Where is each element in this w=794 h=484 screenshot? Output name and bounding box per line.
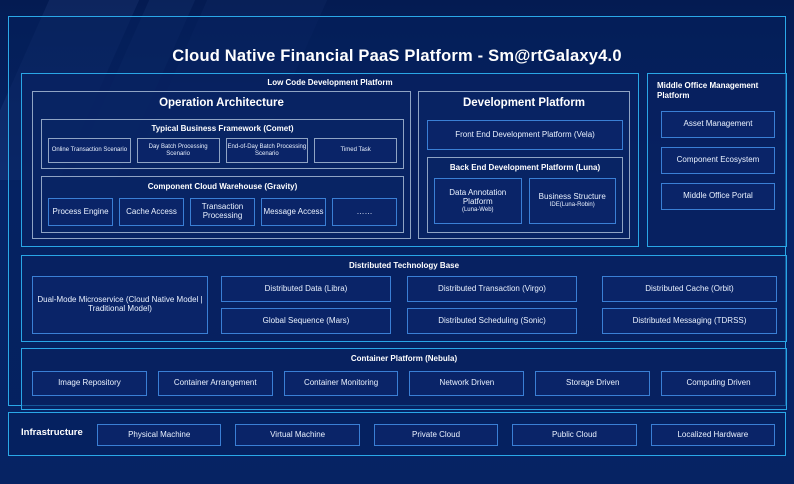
- list-item[interactable]: Distributed Data (Libra): [221, 276, 391, 302]
- list-item[interactable]: Transaction Processing: [190, 198, 255, 226]
- typical-business-framework-items: Online Transaction Scenario Day Batch Pr…: [48, 138, 397, 163]
- typical-business-framework-panel: Typical Business Framework (Comet) Onlin…: [41, 119, 404, 169]
- list-item[interactable]: Virtual Machine: [235, 424, 360, 446]
- container-platform-items: Image Repository Container Arrangement C…: [32, 371, 776, 396]
- main-platform-frame: Cloud Native Financial PaaS Platform - S…: [8, 16, 787, 410]
- back-end-items: Data Annotation Platform (Luna-Web) Busi…: [434, 178, 616, 224]
- distributed-column-1: Distributed Data (Libra) Global Sequence…: [221, 276, 391, 334]
- list-item[interactable]: Business Structure IDE(Luna-Robin): [528, 178, 616, 224]
- distributed-column-3: Distributed Cache (Orbit) Distributed Me…: [602, 276, 777, 334]
- container-platform-panel: Container Platform (Nebula) Image Reposi…: [21, 348, 787, 410]
- list-item[interactable]: Localized Hardware: [650, 424, 776, 446]
- list-item-label: Data Annotation Platform: [449, 187, 507, 206]
- list-item[interactable]: Cache Access: [119, 198, 184, 226]
- list-item[interactable]: Distributed Messaging (TDRSS): [602, 308, 777, 334]
- typical-business-framework-title: Typical Business Framework (Comet): [151, 124, 294, 133]
- list-item[interactable]: Distributed Scheduling (Sonic): [407, 308, 577, 334]
- list-item[interactable]: Container Monitoring: [283, 371, 399, 396]
- list-item[interactable]: Middle Office Portal: [661, 183, 775, 210]
- list-item[interactable]: Network Driven: [409, 371, 525, 396]
- list-item[interactable]: Process Engine: [48, 198, 113, 226]
- operation-architecture-panel: Operation Architecture Typical Business …: [32, 91, 411, 239]
- list-item[interactable]: Day Batch Processing Scenario: [136, 138, 220, 163]
- list-item[interactable]: Storage Driven: [535, 371, 651, 396]
- list-item[interactable]: Online Transaction Scenario: [48, 138, 131, 163]
- low-code-development-platform-panel: Low Code Development Platform Operation …: [21, 73, 639, 247]
- back-end-development-platform-panel: Back End Development Platform (Luna) Dat…: [427, 157, 623, 233]
- infrastructure-panel: Infrastructure Physical Machine Virtual …: [8, 412, 786, 456]
- development-platform-title: Development Platform: [462, 97, 586, 109]
- infrastructure-label: Infrastructure: [21, 427, 83, 438]
- page-title: Cloud Native Financial PaaS Platform - S…: [172, 47, 622, 65]
- front-end-development-platform[interactable]: Front End Development Platform (Vela): [427, 120, 623, 150]
- component-cloud-warehouse-panel: Component Cloud Warehouse (Gravity) Proc…: [41, 176, 404, 233]
- list-item[interactable]: Image Repository: [32, 371, 147, 396]
- development-platform-panel: Development Platform Front End Developme…: [418, 91, 630, 239]
- list-item[interactable]: Component Ecosystem: [661, 147, 775, 174]
- list-item[interactable]: Data Annotation Platform (Luna-Web): [434, 178, 522, 224]
- list-item[interactable]: Container Arrangement: [157, 371, 273, 396]
- list-item[interactable]: Distributed Cache (Orbit): [602, 276, 777, 302]
- list-item[interactable]: Timed Task: [314, 138, 397, 163]
- middle-office-title: Middle Office Management Platform: [657, 81, 759, 101]
- infrastructure-items: Physical Machine Virtual Machine Private…: [97, 424, 776, 446]
- distributed-column-2: Distributed Transaction (Virgo) Distribu…: [407, 276, 577, 334]
- list-item-sublabel: IDE(Luna-Robin): [549, 202, 595, 209]
- component-cloud-warehouse-items: Process Engine Cache Access Transaction …: [48, 198, 397, 226]
- list-item-ellipsis[interactable]: ……: [332, 198, 397, 226]
- container-platform-title: Container Platform (Nebula): [350, 354, 458, 363]
- low-code-platform-title: Low Code Development Platform: [267, 78, 393, 87]
- list-item[interactable]: Asset Management: [661, 111, 775, 138]
- list-item[interactable]: Distributed Transaction (Virgo): [407, 276, 577, 302]
- dual-mode-microservice-box[interactable]: Dual-Mode Microservice (Cloud Native Mod…: [32, 276, 208, 334]
- back-end-development-platform-title: Back End Development Platform (Luna): [449, 163, 601, 172]
- list-item[interactable]: Global Sequence (Mars): [221, 308, 391, 334]
- distributed-technology-base-panel: Distributed Technology Base Dual-Mode Mi…: [21, 255, 787, 342]
- list-item[interactable]: Private Cloud: [373, 424, 499, 446]
- list-item-label: Business Structure: [538, 192, 606, 202]
- list-item[interactable]: End-of-Day Batch Processing Scenario: [225, 138, 309, 163]
- list-item[interactable]: Message Access: [261, 198, 326, 226]
- operation-architecture-title: Operation Architecture: [159, 97, 284, 109]
- list-item[interactable]: Computing Driven: [661, 371, 776, 396]
- list-item-sublabel: (Luna-Web): [461, 206, 494, 213]
- list-item[interactable]: Public Cloud: [512, 424, 637, 446]
- middle-office-management-platform-panel: Middle Office Management Platform Asset …: [647, 73, 787, 247]
- component-cloud-warehouse-title: Component Cloud Warehouse (Gravity): [147, 182, 298, 191]
- list-item[interactable]: Physical Machine: [97, 424, 222, 446]
- distributed-technology-base-title: Distributed Technology Base: [348, 261, 460, 270]
